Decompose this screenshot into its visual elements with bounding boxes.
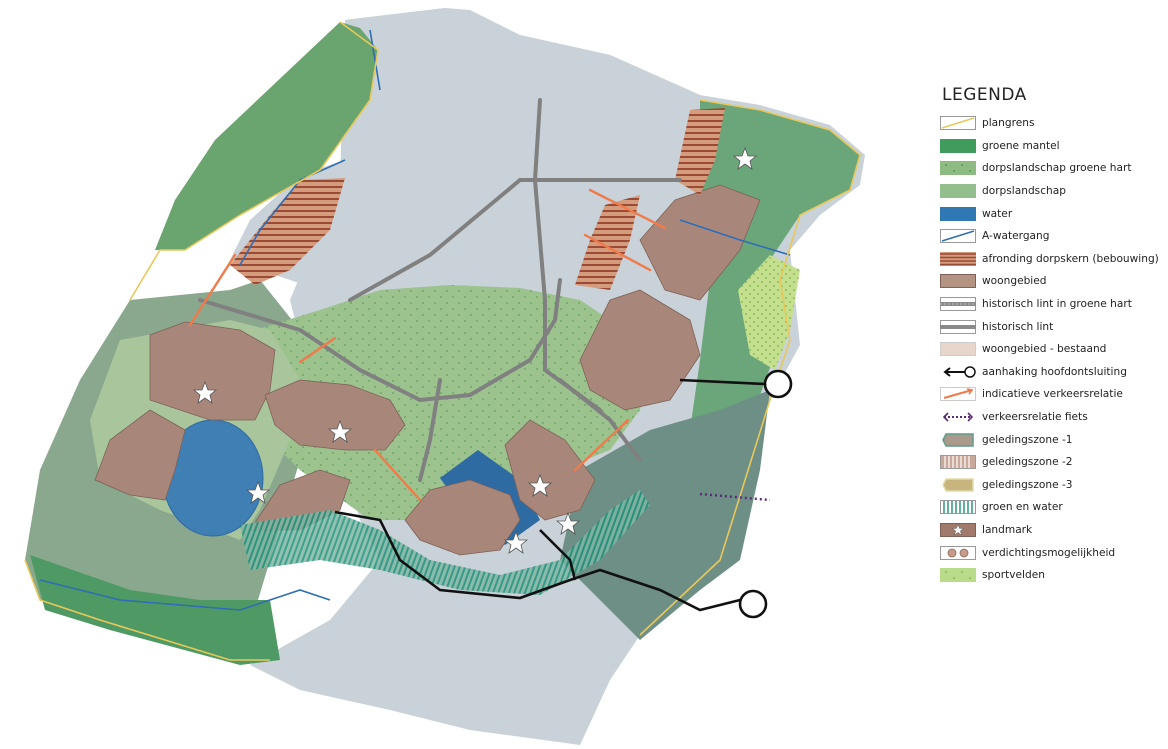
landmark-star-icon [555, 511, 581, 535]
legend-item-label: verdichtingsmogelijkheid [982, 546, 1116, 559]
legend-item-label: woongebied - bestaand [982, 343, 1107, 356]
sportvelden [738, 255, 800, 370]
afronding-swatch-icon [940, 251, 976, 266]
legend-item: woongebied - bestaand [938, 338, 1166, 361]
groen-en-water-south [240, 490, 650, 595]
woongebied-southeast [504, 419, 596, 521]
landmark-star-icon [327, 419, 353, 443]
fiets-arrow-icon [940, 410, 976, 424]
legend-item: geledingszone -2 [938, 451, 1166, 474]
legend-item: dorpslandschap [938, 180, 1166, 203]
legend-item: plangrens [938, 112, 1166, 135]
legend-item-label: A-watergang [982, 230, 1050, 243]
woongebied-east-2 [639, 184, 761, 301]
legend-item-label: geledingszone -2 [982, 456, 1073, 469]
groen-en-water-swatch-icon [940, 500, 976, 515]
verkeersrelatie-arrows [188, 188, 667, 502]
legend: LEGENDA plangrens groene mantel dorpslands… [938, 84, 1166, 586]
dorpslandschap-southeast [560, 390, 770, 640]
legend-list: plangrens groene mantel dorpslandschap gro… [938, 112, 1166, 586]
landmark-star-icon [940, 522, 976, 537]
verkeersrelatie-fiets [699, 492, 771, 502]
woongebied-bestaand-swatch-icon [940, 342, 976, 357]
legend-item-label: sportvelden [982, 569, 1045, 582]
groene-mantel-swatch-icon [940, 138, 976, 153]
legend-item: groene mantel [938, 135, 1166, 158]
landmark-stars [192, 146, 758, 554]
water-swatch-icon [940, 206, 976, 221]
legend-item-label: afronding dorpskern (bebouwing) [982, 252, 1159, 265]
legend-item: afronding dorpskern (bebouwing) [938, 248, 1166, 271]
landmark-star-icon [527, 473, 553, 497]
legend-item-label: verkeersrelatie fiets [982, 411, 1088, 424]
landmark-star-icon [732, 146, 758, 170]
verkeersrelatie-arrow-icon [940, 387, 976, 402]
dorpslandschap-swatch-icon [940, 184, 976, 199]
legend-item: dorpslandschap groene hart [938, 157, 1166, 180]
legend-item-label: water [982, 207, 1013, 220]
legend-item: verdichtingsmogelijkheid [938, 541, 1166, 564]
legend-item-label: aanhaking hoofdontsluiting [982, 365, 1127, 378]
legend-item-label: historisch lint in groene hart [982, 298, 1132, 311]
legend-item-label: geledingszone -3 [982, 478, 1073, 491]
legend-item-label: historisch lint [982, 320, 1054, 333]
legend-item-label: groene mantel [982, 139, 1060, 152]
afronding-dorpskern-northeast [675, 108, 725, 195]
historisch-lint-swatch-icon [940, 319, 976, 334]
legend-item: historisch lint [938, 315, 1166, 338]
legend-item: groen en water [938, 496, 1166, 519]
historisch-lint-groene-hart-swatch-icon [940, 297, 976, 312]
aanhaking-hoofdontsluiting [334, 369, 793, 619]
legend-item: historisch lint in groene hart [938, 293, 1166, 316]
verdichting-dots-icon [940, 545, 976, 560]
masterplan-map [24, 8, 865, 745]
legend-item: sportvelden [938, 564, 1166, 587]
legend-item: aanhaking hoofdontsluiting [938, 361, 1166, 384]
legend-item: A-watergang [938, 225, 1166, 248]
legend-item-label: groen en water [982, 501, 1063, 514]
plangrens-swatch-icon [940, 116, 976, 131]
groene-hart-swatch-icon [940, 161, 976, 176]
legend-item: geledingszone -3 [938, 474, 1166, 497]
woongebied-west-north [149, 321, 276, 421]
sportvelden-swatch-icon [940, 568, 976, 583]
landmark-star-icon [503, 530, 529, 554]
plangrens [24, 21, 861, 661]
woongebied-west-south [94, 409, 186, 501]
woongebied-central-west [264, 379, 406, 451]
landmark-star-icon [192, 380, 218, 404]
legend-item: verkeersrelatie fiets [938, 406, 1166, 429]
groene-mantel-northwest [155, 22, 378, 250]
legend-title: LEGENDA [942, 85, 1027, 105]
aanhaking-arrow-icon [940, 365, 976, 379]
legend-item: landmark [938, 519, 1166, 542]
woongebied-east-1 [579, 289, 701, 411]
legend-item-label: indicatieve verkeersrelatie [982, 388, 1123, 401]
legend-item: water [938, 202, 1166, 225]
north-urban [230, 8, 700, 300]
legend-item-label: woongebied [982, 275, 1047, 288]
legend-item-label: dorpslandschap groene hart [982, 162, 1132, 175]
geledingszone-1-swatch-icon [940, 432, 976, 447]
afronding-dorpskern-east [575, 195, 640, 290]
geledingszone-2-swatch-icon [940, 455, 976, 470]
legend-item-label: landmark [982, 523, 1033, 536]
woongebied-south [404, 479, 521, 556]
a-watergang-swatch-icon [940, 229, 976, 244]
legend-item: indicatieve verkeersrelatie [938, 383, 1166, 406]
geledingszone-3-swatch-icon [940, 478, 976, 492]
afronding-dorpskern-west [230, 178, 345, 285]
landmark-star-icon [245, 480, 271, 504]
woongebied-swatch-icon [940, 274, 976, 289]
historisch-lint-roads [198, 98, 682, 482]
legend-item: woongebied [938, 270, 1166, 293]
legend-item-label: plangrens [982, 117, 1035, 130]
legend-item: geledingszone -1 [938, 428, 1166, 451]
legend-item-label: dorpslandschap [982, 185, 1066, 198]
groene-mantel-southwest [30, 555, 280, 665]
legend-item-label: geledingszone -1 [982, 433, 1073, 446]
a-watergang [39, 29, 791, 611]
